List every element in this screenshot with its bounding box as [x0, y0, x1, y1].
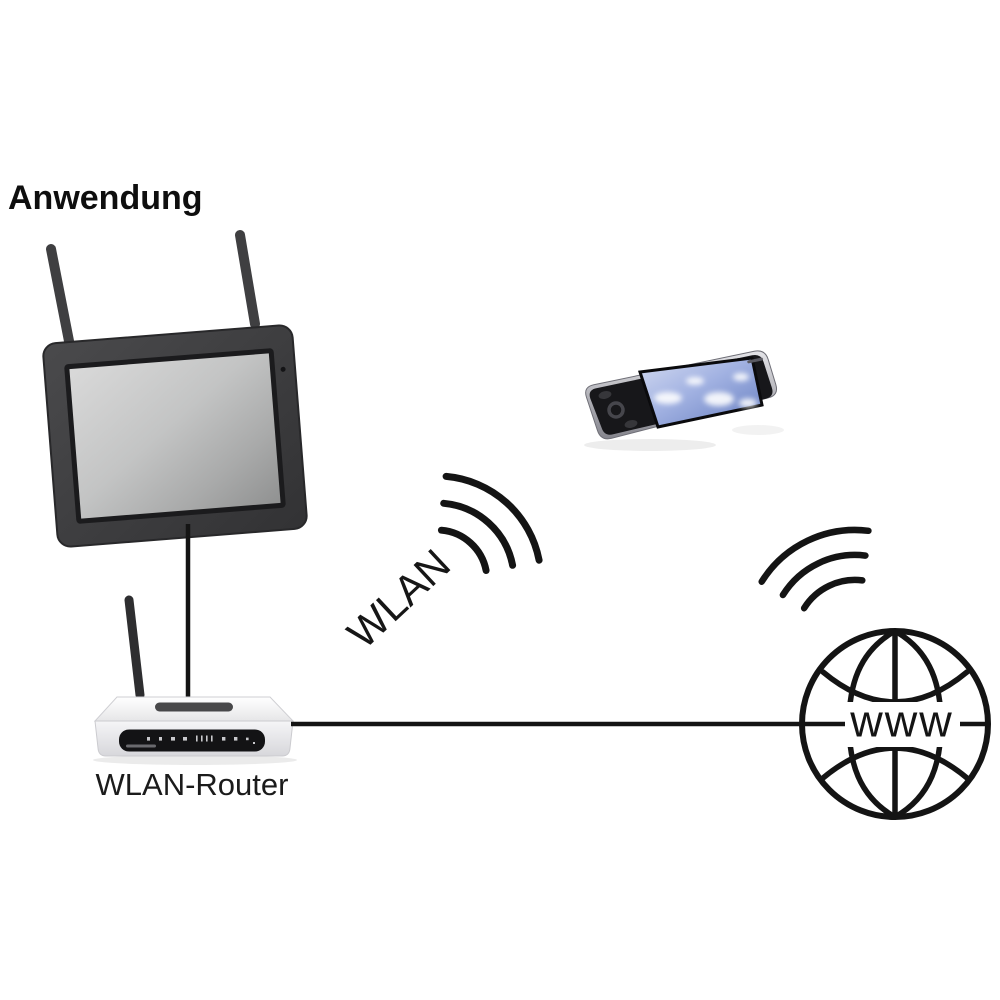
monitor-camera-dot	[280, 366, 286, 372]
wireless-monitor-icon	[42, 230, 308, 548]
smartphone-shadow	[584, 439, 716, 451]
monitor-antenna-left-icon	[46, 244, 74, 346]
router-brand-mark	[126, 744, 156, 748]
smartphone-screen-clouds	[654, 373, 757, 408]
smartphone-screen	[638, 356, 764, 429]
smartphone-shadow-2	[732, 425, 784, 435]
monitor-antenna-right-icon	[235, 230, 260, 329]
page-title: Anwendung	[8, 179, 203, 217]
smartphone-icon	[584, 350, 784, 451]
smartphone-buttons	[598, 391, 638, 428]
globe-latitude-bottom	[820, 745, 970, 781]
wifi-arcs-wlan-icon	[437, 472, 543, 574]
monitor-screen	[69, 353, 281, 519]
router-led-lights	[147, 735, 255, 744]
globe-label-backdrop	[846, 702, 958, 747]
router-label: WLAN-Router	[95, 767, 289, 802]
smartphone-speaker-slot	[747, 357, 763, 364]
monitor-body	[42, 324, 308, 548]
www-label: www	[850, 695, 954, 747]
router-antenna-icon	[124, 595, 145, 700]
router-shadow	[93, 755, 297, 765]
router-vent-strip	[155, 702, 233, 712]
wifi-arcs-internet-icon	[758, 526, 872, 612]
router-led-panel	[119, 729, 265, 752]
wlan-router-icon	[93, 595, 297, 765]
